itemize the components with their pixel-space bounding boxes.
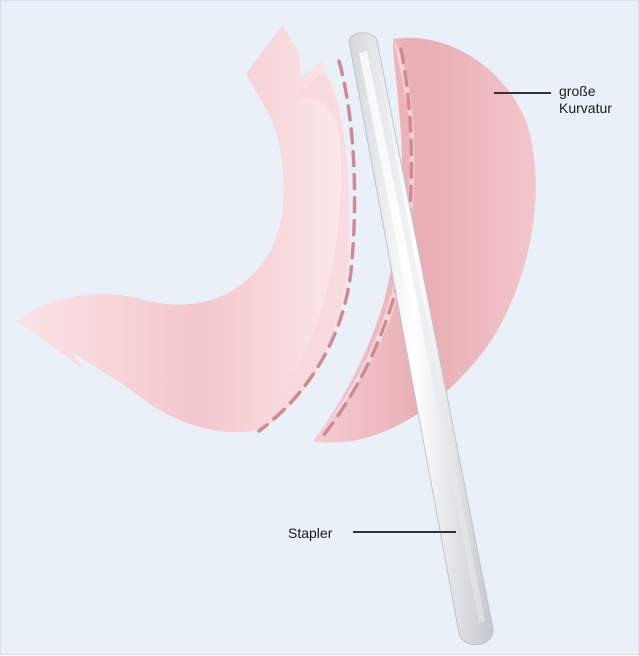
label-kurvatur-line2: Kurvatur — [559, 100, 612, 117]
label-stapler: Stapler — [288, 525, 332, 542]
label-grosse-kurvatur: große Kurvatur — [559, 83, 612, 117]
label-kurvatur-line1: große — [559, 83, 612, 100]
